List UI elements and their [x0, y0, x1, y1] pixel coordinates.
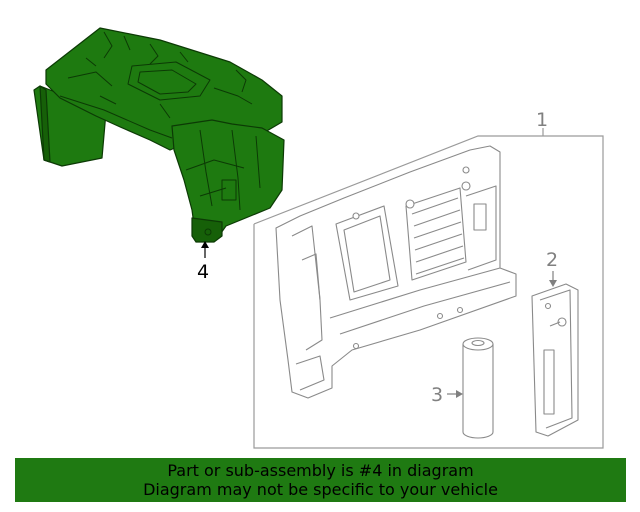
callout-4-label: 4	[197, 261, 209, 283]
callout-3-label: 3	[431, 384, 443, 406]
part-3-battery	[462, 337, 494, 439]
part-1-boundary-box	[253, 135, 604, 449]
control-module-housing	[275, 145, 517, 399]
part-4-bracket-highlighted[interactable]	[33, 27, 285, 243]
callout-3: 3	[431, 384, 463, 406]
info-banner: Part or sub-assembly is #4 in diagram Di…	[15, 458, 626, 502]
part-1-group	[253, 128, 604, 449]
part-4-left-leg-face	[39, 85, 51, 163]
callout-2: 2	[546, 249, 558, 287]
part-2-bracket	[531, 283, 579, 437]
callout-1-label: 1	[536, 109, 548, 131]
callout-4: 4	[197, 241, 209, 283]
banner-line-2: Diagram may not be specific to your vehi…	[143, 480, 498, 499]
callout-2-label: 2	[546, 249, 558, 271]
banner-line-1: Part or sub-assembly is #4 in diagram	[167, 461, 474, 480]
